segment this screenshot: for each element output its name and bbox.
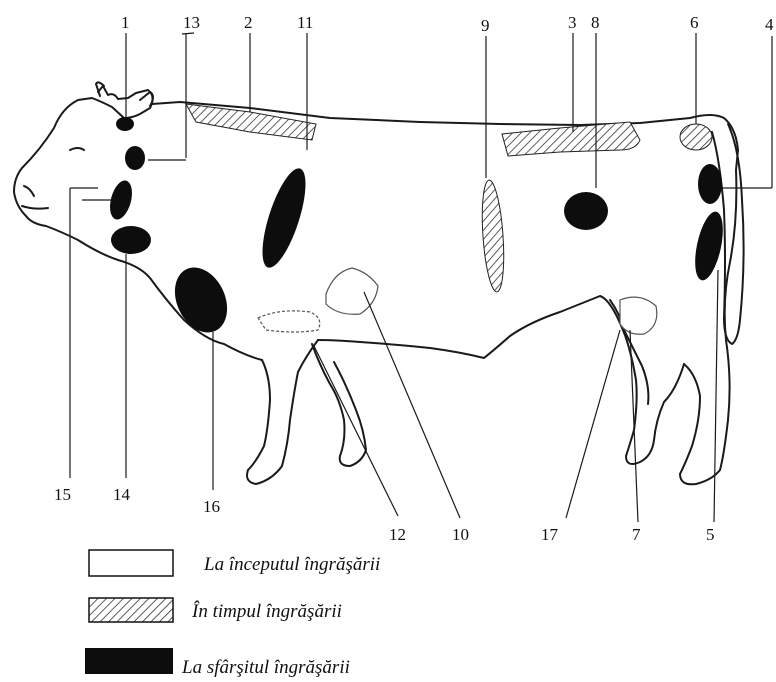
region-13 bbox=[125, 146, 145, 170]
deposit-regions bbox=[106, 104, 728, 341]
region-1 bbox=[116, 117, 134, 131]
label-17: 17 bbox=[541, 525, 559, 544]
label-6: 6 bbox=[690, 13, 699, 32]
region-5 bbox=[690, 209, 728, 282]
region-8 bbox=[564, 192, 608, 230]
label-7: 7 bbox=[632, 525, 641, 544]
legend-label-start: La începutul îngrăşării bbox=[203, 554, 380, 575]
legend-swatch-during bbox=[89, 598, 173, 622]
legend: La începutul îngrăşării În timpul îngrăş… bbox=[85, 550, 380, 677]
region-3 bbox=[502, 122, 640, 156]
region-4 bbox=[698, 164, 722, 204]
label-14: 14 bbox=[113, 485, 131, 504]
region-12 bbox=[258, 311, 320, 332]
label-5: 5 bbox=[706, 525, 715, 544]
label-1: 1 bbox=[121, 13, 130, 32]
legend-label-end: La sfârşitul îngrăşării bbox=[181, 657, 350, 677]
label-13: 13 bbox=[183, 13, 200, 32]
label-3: 3 bbox=[568, 13, 577, 32]
region-6 bbox=[680, 124, 712, 150]
label-9: 9 bbox=[481, 16, 490, 35]
legend-label-during: În timpul îngrăşării bbox=[191, 600, 342, 622]
region-17 bbox=[620, 297, 657, 334]
label-8: 8 bbox=[591, 13, 600, 32]
label-2: 2 bbox=[244, 13, 253, 32]
region-9 bbox=[479, 179, 507, 292]
label-11: 11 bbox=[297, 13, 313, 32]
label-16: 16 bbox=[203, 497, 220, 516]
legend-swatch-start bbox=[89, 550, 173, 576]
label-15: 15 bbox=[54, 485, 71, 504]
legend-swatch-end bbox=[85, 648, 173, 674]
region-2 bbox=[186, 104, 316, 140]
region-11 bbox=[254, 164, 315, 272]
region-14 bbox=[111, 226, 151, 254]
label-10: 10 bbox=[452, 525, 469, 544]
label-4: 4 bbox=[765, 15, 774, 34]
region-16 bbox=[165, 259, 237, 341]
label-12: 12 bbox=[389, 525, 406, 544]
number-labels: 1 13 2 11 9 3 8 6 4 15 14 16 12 10 17 7 … bbox=[54, 13, 774, 544]
leader-lines bbox=[70, 33, 772, 522]
